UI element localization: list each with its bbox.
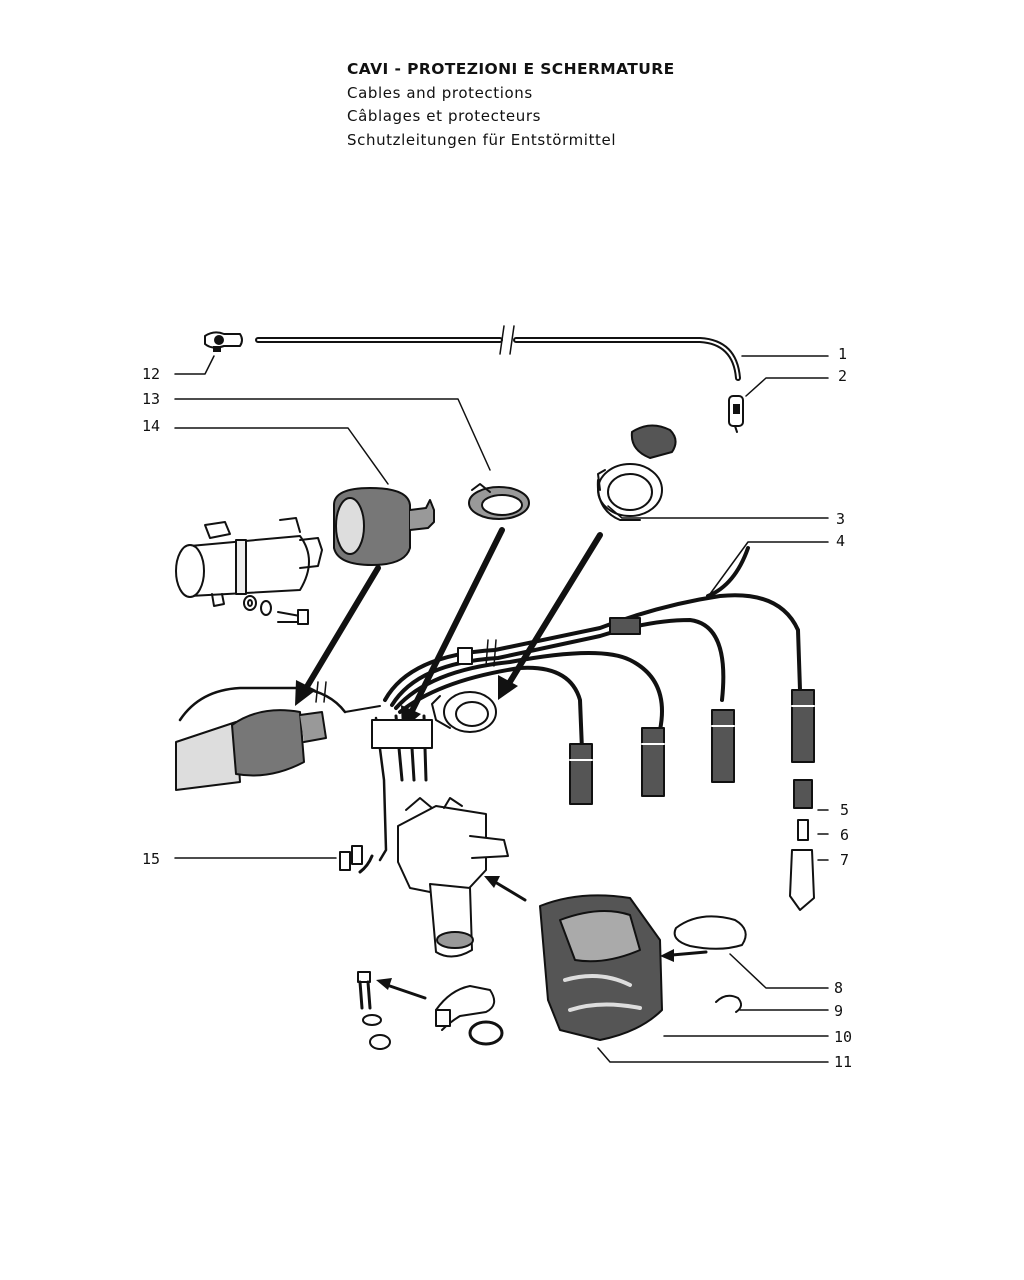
part-4-ignition-harness (383, 546, 802, 752)
callout-10: 10 (834, 1028, 853, 1046)
callout-6: 6 (840, 826, 850, 844)
callout-5: 5 (840, 801, 850, 819)
arrow-shield (493, 880, 527, 902)
part-3-clamp (596, 424, 677, 521)
callout-7: 7 (840, 851, 850, 869)
leader-8 (729, 953, 829, 989)
part-15-terminals (339, 845, 374, 874)
leader-12 (174, 355, 215, 375)
leader-2 (745, 377, 829, 397)
callout-12: 12 (142, 365, 161, 383)
arrow-clamp (505, 532, 603, 688)
callout-2: 2 (838, 367, 848, 385)
coil-fasteners (243, 595, 309, 625)
part-12-terminal (204, 331, 243, 352)
ignition-coil (175, 517, 323, 607)
callout-9: 9 (834, 1002, 844, 1020)
arrow-clip-8 (670, 950, 708, 957)
harness-to-distributor (344, 705, 433, 862)
page-title: CAVI - PROTEZIONI E SCHERMATURE (347, 60, 675, 78)
subtitle-english: Cables and protections (347, 83, 533, 102)
subtitle-french: Câblages et protecteurs (347, 107, 542, 125)
leader-11 (597, 1047, 829, 1063)
parts-5-6-7-plug-adaptors (789, 779, 815, 911)
callout-14: 14 (142, 417, 161, 435)
leader-4 (709, 541, 829, 595)
part-2-terminal (728, 395, 744, 433)
part-9-clip (715, 994, 742, 1013)
callout-3: 3 (836, 510, 846, 528)
part-13-grommet (468, 483, 530, 520)
subtitle-german: Schutzleitungen für Entstörmittel (347, 130, 617, 149)
title-block: CAVI - PROTEZIONI E SCHERMATURE Cables a… (347, 58, 675, 152)
part-8-wire-clip (673, 915, 747, 950)
distributor-clamp-mounted (431, 691, 497, 733)
leader-14 (174, 427, 389, 485)
leader-lines (174, 355, 829, 1063)
arrow-coil-cap (302, 565, 381, 693)
part-1-ht-cable (255, 325, 741, 381)
callout-4: 4 (836, 532, 846, 550)
mounting-hardware (357, 971, 504, 1050)
callout-15: 15 (142, 850, 161, 868)
callout-8: 8 (834, 979, 844, 997)
callout-1: 1 (838, 345, 848, 363)
leader-3 (607, 505, 829, 519)
callout-11: 11 (834, 1053, 853, 1071)
callout-13: 13 (142, 390, 161, 408)
leader-13 (174, 398, 491, 471)
part-11-shield (539, 894, 663, 1041)
spark-plug-boots (569, 689, 815, 805)
distributor (397, 797, 509, 958)
coil-cap-mounted (175, 681, 347, 791)
arrow-bracket (382, 982, 427, 1000)
part-14-coil-cap (333, 487, 435, 566)
